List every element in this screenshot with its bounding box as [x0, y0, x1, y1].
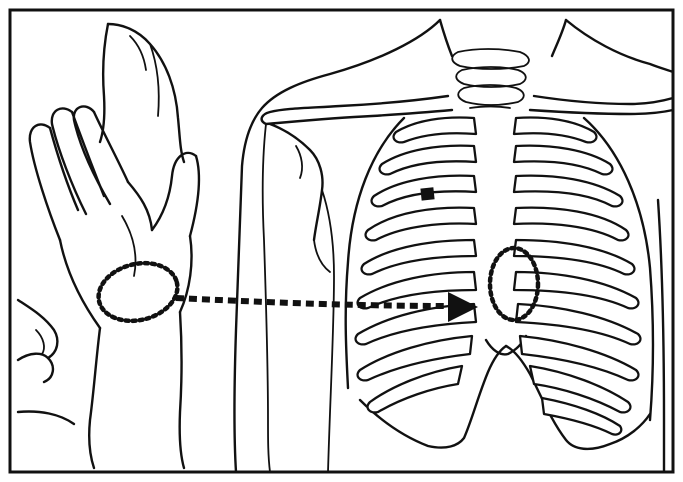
raised-forearm — [100, 24, 184, 162]
frame — [10, 10, 673, 472]
sternum-marker — [420, 187, 434, 200]
wrist-heel-target-oval — [92, 255, 183, 329]
neck — [440, 20, 566, 108]
hand — [18, 106, 199, 468]
